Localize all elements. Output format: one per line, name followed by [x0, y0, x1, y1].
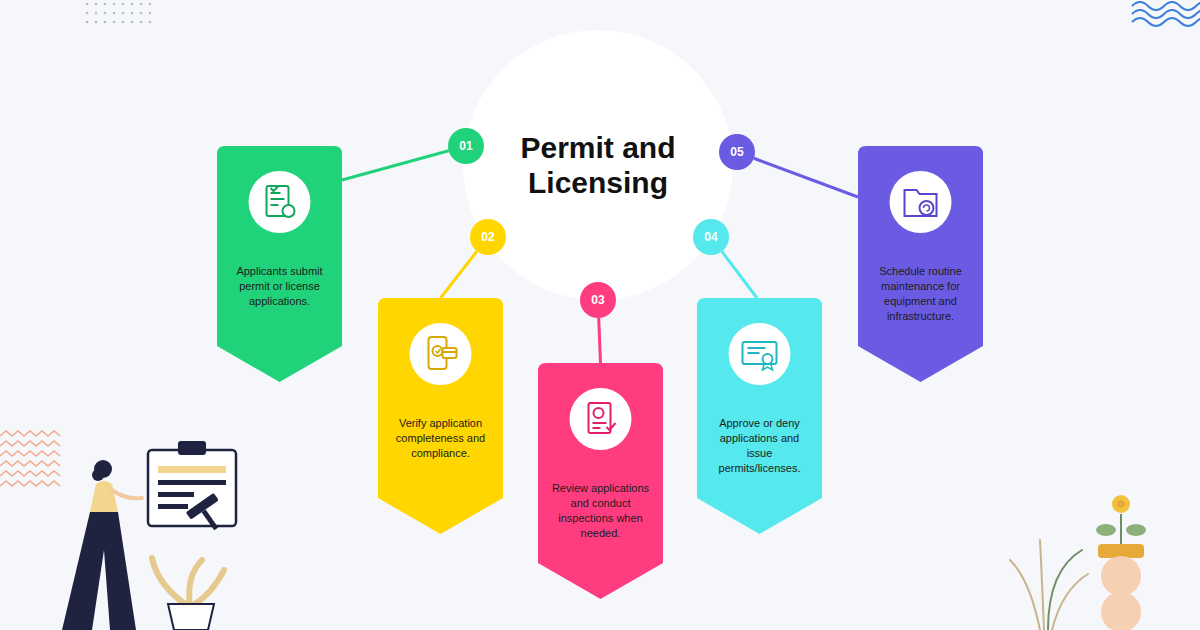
banner-shape [378, 298, 503, 534]
step-text: Review applications and conduct inspecti… [551, 481, 651, 541]
step-banner: Verify application completeness and comp… [378, 298, 503, 534]
zigzag-lines [0, 431, 60, 486]
vase-plant [1096, 495, 1146, 630]
step-number: 02 [481, 230, 494, 244]
step-number: 04 [704, 230, 717, 244]
connector-line [441, 251, 477, 298]
connector-line [342, 151, 449, 180]
step-banner: Approve or deny applications and issue p… [697, 298, 822, 534]
dot-grid [85, 0, 151, 26]
connector-line [722, 251, 757, 298]
step-text: Applicants submit permit or license appl… [230, 264, 330, 309]
banner-shape [858, 146, 983, 382]
potted-plant [152, 558, 224, 630]
step-number: 05 [730, 145, 743, 159]
step-banner: Schedule routine maintenance for equipme… [858, 146, 983, 382]
step-text: Schedule routine maintenance for equipme… [871, 264, 971, 324]
wave-lines [1132, 2, 1200, 26]
step-badge: 04 [693, 219, 729, 255]
step-badge: 05 [719, 134, 755, 170]
banner-shape [538, 363, 663, 599]
woman-figure [62, 460, 142, 630]
connector-line [754, 158, 858, 197]
step-banner: Applicants submit permit or license appl… [217, 146, 342, 382]
diagram-title: Permit and Licensing [513, 130, 683, 200]
banner-shape [217, 146, 342, 382]
step-number: 01 [459, 139, 472, 153]
banner-shape [697, 298, 822, 534]
title-circle: Permit and Licensing [463, 30, 733, 300]
step-banner: Review applications and conduct inspecti… [538, 363, 663, 599]
step-badge: 02 [470, 219, 506, 255]
clipboard [148, 441, 236, 538]
step-badge: 03 [580, 282, 616, 318]
grass-plant [1010, 540, 1088, 630]
step-number: 03 [591, 293, 604, 307]
connector-line [599, 318, 601, 363]
step-text: Approve or deny applications and issue p… [710, 416, 810, 476]
step-badge: 01 [448, 128, 484, 164]
step-text: Verify application completeness and comp… [391, 416, 491, 461]
